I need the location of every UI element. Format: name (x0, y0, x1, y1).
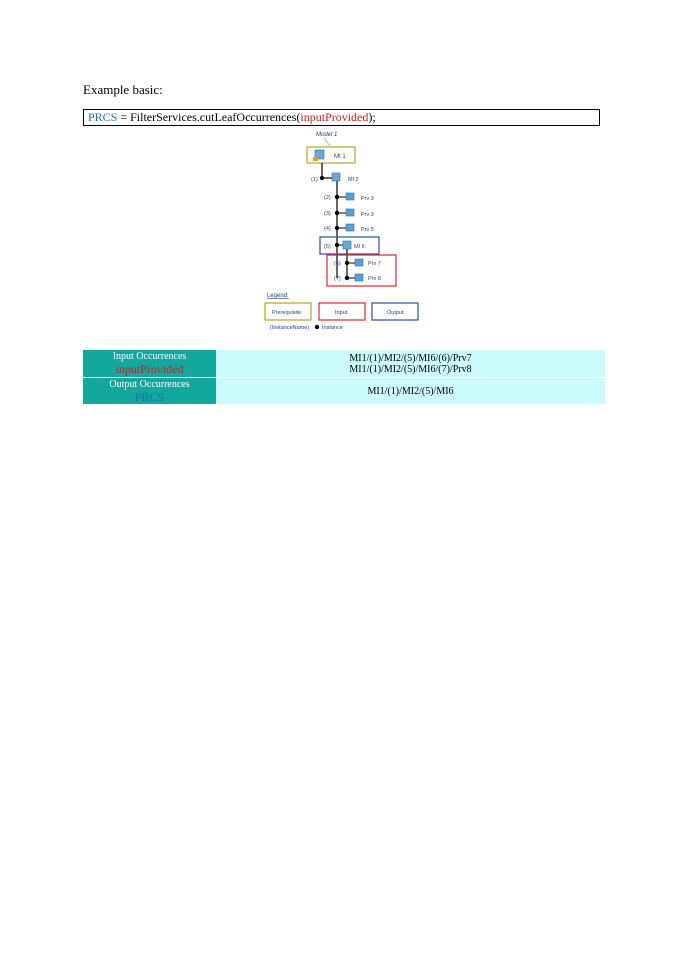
node-label-2: Prv 3 (361, 196, 374, 202)
input-var-name: inputProvided (115, 362, 184, 376)
legend-output-box (371, 302, 419, 321)
output-occurrences-values: MI1/(1)/MI2/(5)/MI6 (216, 377, 605, 405)
legend-prerequisite-box (264, 302, 312, 321)
node-label-1: MI 2 (348, 177, 359, 183)
root-label: MI 1 (334, 154, 346, 160)
node-label-6: Prv 7 (368, 261, 381, 267)
root-part-icon (313, 149, 325, 161)
code-arg-var: inputProvided (300, 110, 369, 124)
input-occurrence-value: MI1/(1)/MI2/(5)/MI6/(7)/Prv8 (349, 363, 472, 375)
output-occurrence-value: MI1/(1)/MI2/(5)/MI6 (367, 385, 454, 397)
output-occurrences-label-cell: Output Occurrences PRCS (83, 377, 216, 405)
legend-input-label: Input (335, 310, 348, 316)
node-label-7: Prv 8 (368, 276, 381, 282)
output-box (319, 236, 380, 255)
product-icon (354, 258, 364, 267)
prerequisite-box (306, 146, 356, 164)
legend-prerequisite-label: Prerequisite (272, 310, 301, 316)
table-row: Output Occurrences PRCS MI1/(1)/MI2/(5)/… (83, 377, 605, 405)
product-icon (345, 192, 355, 201)
node-index-2: (2) (324, 195, 331, 201)
legend-title: Legend: (267, 293, 289, 299)
node-index-3: (3) (324, 211, 331, 217)
example-heading: Example basic: (83, 82, 163, 97)
product-icon (345, 208, 355, 217)
node-index-1: (1) (311, 177, 318, 183)
legend-instance-label: Instance (322, 325, 343, 331)
table-row: Input Occurrences inputProvided MI1/(1)/… (83, 350, 605, 378)
occurrence-tree-diagram: Model 1 MI 1 (1) MI 2 (2) Prv 3 (3) (250, 126, 450, 336)
input-occurrence-value: MI1/(1)/MI2/(5)/MI6/(6)/Prv7 (349, 352, 472, 364)
output-var-name: PRCS (134, 389, 165, 404)
input-occurrences-label: Input Occurrences (112, 351, 187, 362)
code-result-var: PRCS (88, 110, 118, 124)
occurrences-table: Input Occurrences inputProvided MI1/(1)/… (83, 350, 605, 405)
node-label-5: MI 6 (354, 244, 365, 250)
node-index-5: (5) (324, 244, 331, 250)
node-label-3: Prv 3 (361, 212, 374, 218)
node-index-7: (7) (334, 276, 341, 282)
code-end: ); (368, 110, 376, 124)
input-box (326, 254, 397, 287)
node-label-4: Prv 5 (361, 227, 374, 233)
legend-instance-dot (314, 324, 320, 330)
legend-output-label: Output (387, 310, 404, 316)
code-call: = FilterServices.cutLeafOccurrences( (117, 110, 301, 124)
part-icon (331, 172, 341, 182)
input-occurrences-values: MI1/(1)/MI2/(5)/MI6/(6)/Prv7 MI1/(1)/MI2… (216, 350, 605, 378)
legend-instance-name: (InstanceName) (270, 325, 309, 331)
input-occurrences-label-cell: Input Occurrences inputProvided (83, 350, 216, 378)
part-icon (342, 240, 352, 250)
product-icon (354, 273, 364, 282)
output-occurrences-label: Output Occurrences (109, 378, 190, 390)
model-label: Model 1 (316, 132, 337, 138)
node-index-6: (6) (334, 261, 341, 267)
code-snippet: PRCS = FilterServices.cutLeafOccurrences… (83, 109, 600, 126)
node-index-4: (4) (324, 226, 331, 232)
legend-input-box (318, 302, 366, 321)
product-icon (345, 223, 355, 232)
